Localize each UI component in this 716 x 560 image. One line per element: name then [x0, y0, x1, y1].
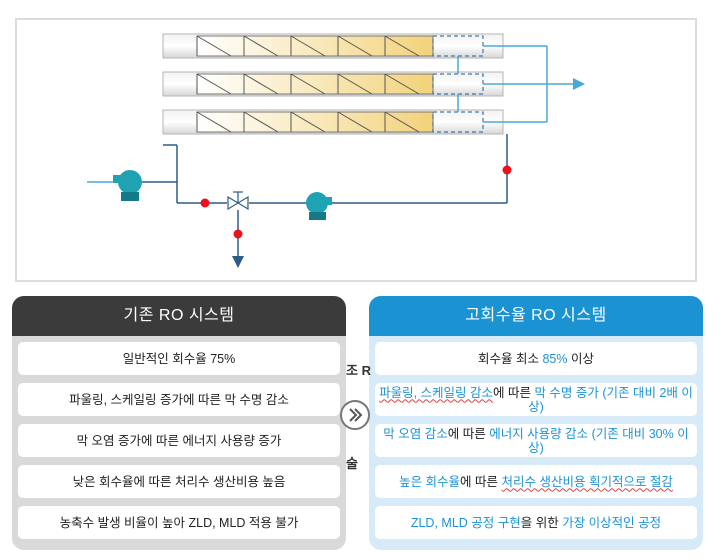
high-recovery-ro-title: 고회수율 RO 시스템 — [369, 296, 703, 336]
feed-pipes — [87, 134, 508, 268]
high-recovery-item-fouling: 파울링, 스케일링 감소에 따른 막 수명 증가 (기존 대비 2배 이상) — [375, 383, 697, 416]
recirculation-pump-icon — [306, 192, 332, 220]
sampling-points — [200, 165, 512, 239]
conventional-ro-list: 일반적인 회수율 75% 파울링, 스케일링 증가에 따른 막 수명 감소 막 … — [18, 342, 340, 547]
high-recovery-item-recovery: 회수율 최소 85% 이상 — [375, 342, 697, 375]
high-recovery-item-zld: ZLD, MLD 공정 구현을 위한 가장 이상적인 공정 — [375, 506, 697, 539]
high-recovery-ro-panel: 고회수율 RO 시스템 회수율 최소 85% 이상 파울링, 스케일링 감소에 … — [369, 296, 703, 550]
permeate-lines — [457, 45, 585, 123]
pressure-vessel-1 — [162, 33, 504, 59]
valve-icon — [227, 191, 249, 211]
chevron-right-icon — [340, 400, 370, 430]
high-recovery-ro-list: 회수율 최소 85% 이상 파울링, 스케일링 감소에 따른 막 수명 증가 (… — [375, 342, 697, 547]
conventional-item-energy: 막 오염 증가에 따른 에너지 사용량 증가 — [18, 424, 340, 457]
conventional-ro-panel: 기존 RO 시스템 일반적인 회수율 75% 파울링, 스케일링 증가에 따른 … — [12, 296, 346, 550]
high-recovery-item-cost: 높은 회수율에 따른 처리수 생산비용 획기적으로 절감 — [375, 465, 697, 498]
ro-process-diagram — [15, 18, 697, 282]
conventional-ro-title: 기존 RO 시스템 — [12, 296, 346, 336]
conventional-item-recovery: 일반적인 회수율 75% — [18, 342, 340, 375]
ro-schematic — [87, 33, 585, 268]
conventional-item-zld: 농축수 발생 비율이 높아 ZLD, MLD 적용 불가 — [18, 506, 340, 539]
hidden-text-fragment-1: 조 R — [346, 363, 371, 378]
pressure-vessel-3 — [162, 109, 504, 135]
pressure-vessel-2 — [162, 71, 504, 97]
feed-pump-icon — [113, 170, 142, 201]
hidden-text-fragment-2: 술 — [346, 456, 358, 471]
high-recovery-item-energy: 막 오염 감소에 따른 에너지 사용량 감소 (기존 대비 30% 이상) — [375, 424, 697, 457]
conventional-item-cost: 낮은 회수율에 따른 처리수 생산비용 높음 — [18, 465, 340, 498]
conventional-item-fouling: 파울링, 스케일링 증가에 따른 막 수명 감소 — [18, 383, 340, 416]
